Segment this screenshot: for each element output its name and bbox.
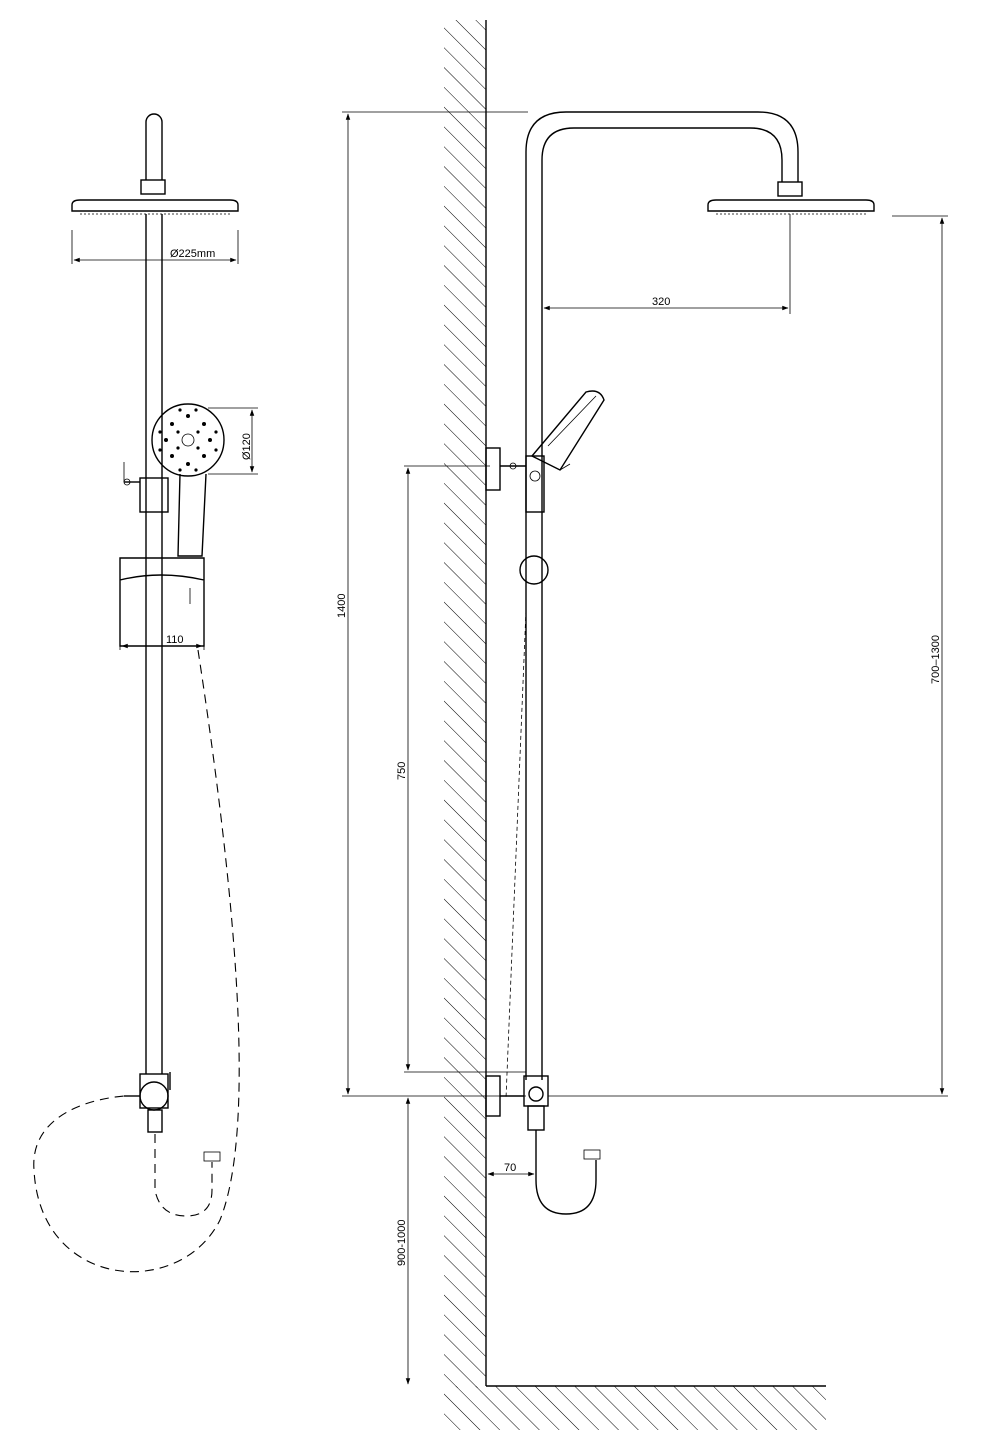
- front-view: Ø225mm Ø120 110: [33, 113, 258, 1273]
- side-inlet-hose: [535, 1130, 597, 1215]
- front-arm-nut: [140, 179, 166, 195]
- side-rain-head: [707, 199, 875, 212]
- side-hose-dashed: [505, 609, 527, 1099]
- side-view: 320 70 1400 750: [336, 20, 948, 1430]
- front-hose-dashed: [33, 649, 240, 1273]
- floor-hatching: [444, 1386, 826, 1430]
- side-inlet-connector: [583, 1149, 601, 1160]
- head-diameter-label: Ø225mm: [170, 248, 215, 260]
- arm-reach-label: 320: [652, 296, 670, 308]
- mixer-height-label: 900-1000: [396, 1220, 408, 1267]
- side-holder-ring: [519, 555, 549, 585]
- wall-hatching: [444, 20, 486, 1388]
- handshower-diameter-label: Ø120: [241, 433, 253, 460]
- front-shower-arm: [145, 113, 163, 180]
- front-inlet-connector: [203, 1151, 221, 1162]
- side-diverter-outlet: [527, 1105, 545, 1131]
- wall-offset-label: 70: [504, 1162, 516, 1174]
- front-slide-bracket: [139, 477, 169, 513]
- front-inlet-hose-dashed: [154, 1134, 213, 1217]
- front-rain-head: [71, 199, 239, 212]
- head-height-label: 700–1300: [930, 635, 942, 684]
- holder-offset-label: 110: [166, 634, 184, 646]
- side-top-wall-bracket: [485, 447, 501, 491]
- slide-range-label: 750: [396, 762, 408, 780]
- front-handshower-handle: [177, 473, 207, 557]
- front-handshower-face: [151, 403, 225, 477]
- side-arm-nut: [777, 181, 803, 197]
- total-height-label: 1400: [336, 594, 348, 618]
- side-handshower: [530, 390, 605, 471]
- side-arm-inner: [541, 127, 783, 1080]
- front-diverter-outlet: [147, 1109, 163, 1133]
- front-diverter-body: [139, 1073, 169, 1109]
- handshower-nozzles: [158, 408, 218, 472]
- side-arm-outer: [525, 111, 799, 1080]
- side-slider: [525, 455, 545, 513]
